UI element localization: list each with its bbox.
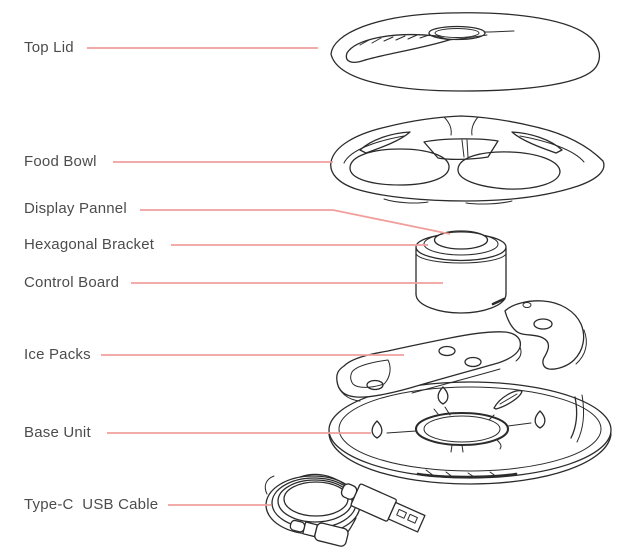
leader-display-panel [140,209,451,235]
ice-pack-hole [438,345,456,357]
label-top-lid: Top Lid [24,39,74,56]
label-control-board: Control Board [24,274,120,291]
label-base-unit: Base Unit [24,424,91,441]
base-peg [534,410,546,429]
base-unit-line-art [328,381,612,485]
food-bowl-line-art [330,115,605,205]
label-ice-packs: Ice Packs [24,346,91,363]
usb-cable-line-art [264,473,426,547]
base-peg [437,386,449,405]
label-usb-cable: Type-C USB Cable [24,496,159,513]
usb-c-connector [289,519,349,547]
lid-knob [428,25,486,41]
control-board-line-art [415,230,507,314]
ice-pack-hole [464,356,482,368]
label-food-bowl: Food Bowl [24,153,97,170]
ice-pack-hole [366,379,384,391]
ice-pack-hole [533,318,553,330]
base-peg [371,420,383,439]
usb-a-connector [340,483,426,533]
label-hexagonal-bracket: Hexagonal Bracket [24,236,155,253]
ice-packs-line-art [336,300,587,402]
top-lid-line-art [330,12,601,92]
label-display-panel: Display Pannel [24,200,127,217]
display-panel-line-art [433,230,489,250]
usb-port [491,297,506,306]
